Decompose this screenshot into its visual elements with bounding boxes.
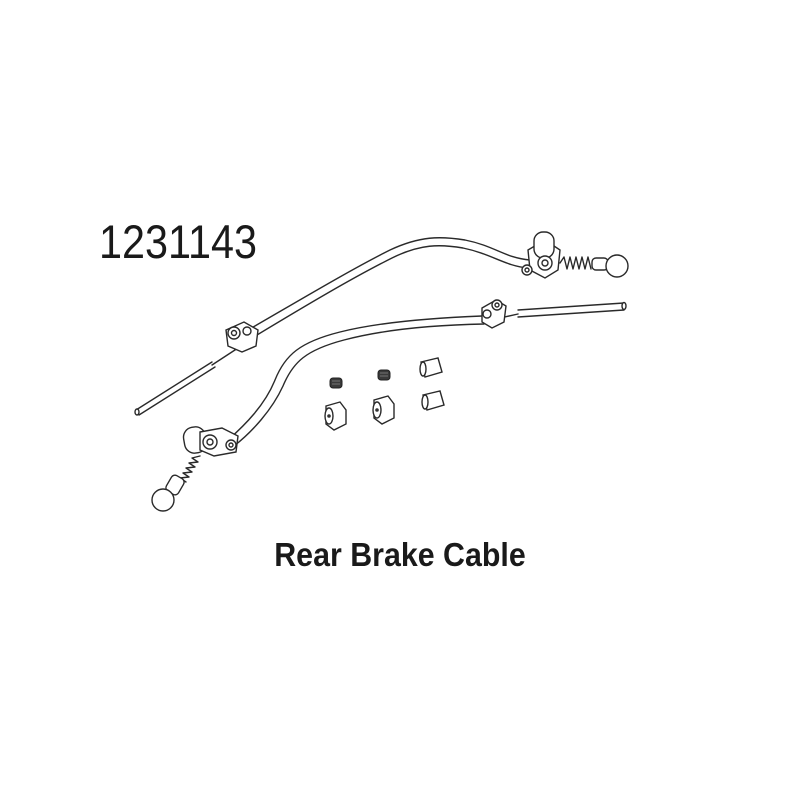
lower-brake-cable xyxy=(151,299,627,512)
ferrule-sleeve-2 xyxy=(421,390,445,411)
part-number: 1231143 xyxy=(99,215,257,268)
cable-stop-collar-2 xyxy=(372,395,395,425)
ferrule-sleeve-1 xyxy=(419,357,443,378)
set-screw-1 xyxy=(329,377,343,389)
upper-brake-cable xyxy=(134,231,629,416)
lower-cable-right-clamp xyxy=(481,299,507,329)
upper-cable-left-clamp xyxy=(225,321,259,353)
upper-cable-right-adjuster xyxy=(521,231,629,279)
set-screw-2 xyxy=(377,369,391,381)
lower-cable-left-adjuster xyxy=(151,426,239,512)
cable-stop-collar-1 xyxy=(324,401,347,431)
product-caption: Rear Brake Cable xyxy=(274,536,526,573)
